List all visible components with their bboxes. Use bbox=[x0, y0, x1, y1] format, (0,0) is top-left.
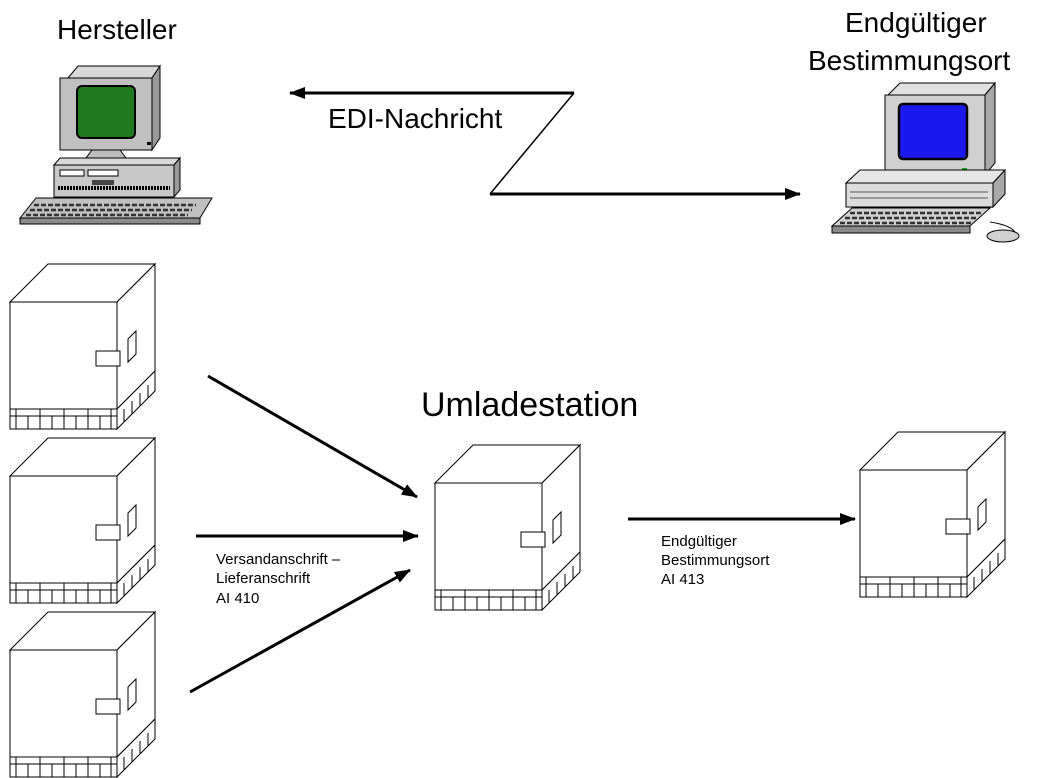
destination-label-line1: Endgültiger bbox=[845, 7, 987, 38]
desktop-computer-icon bbox=[830, 81, 1020, 243]
destination-label-line2: Bestimmungsort bbox=[808, 45, 1011, 76]
pallet-box-icon bbox=[9, 611, 156, 778]
pallet-box-icon bbox=[434, 444, 581, 611]
shipping-address-label-line2: Lieferanschrift bbox=[216, 570, 311, 587]
edi-lightning-arrow bbox=[289, 87, 801, 200]
arrow-top-to-station bbox=[207, 374, 418, 499]
green-screen bbox=[76, 85, 136, 139]
edi-message-label: EDI-Nachricht bbox=[328, 103, 502, 134]
manufacturer-label: Hersteller bbox=[57, 14, 177, 45]
pallet-box-icon bbox=[9, 263, 156, 430]
pallet-box-icon bbox=[859, 431, 1006, 598]
transshipment-label: Umladestation bbox=[421, 386, 638, 424]
final-destination-label-line2: Bestimmungsort bbox=[661, 552, 770, 569]
blue-screen bbox=[897, 102, 969, 161]
arrow-bottom-to-station bbox=[189, 568, 411, 694]
shipping-address-label-line1: Versandanschrift – bbox=[216, 551, 341, 568]
final-destination-label-line1: Endgültiger bbox=[661, 533, 737, 550]
shipping-address-label-line3: AI 410 bbox=[216, 590, 259, 607]
final-destination-label-line3: AI 413 bbox=[661, 571, 704, 588]
desktop-computer-icon bbox=[18, 64, 213, 225]
pallet-box-icon bbox=[9, 437, 156, 604]
